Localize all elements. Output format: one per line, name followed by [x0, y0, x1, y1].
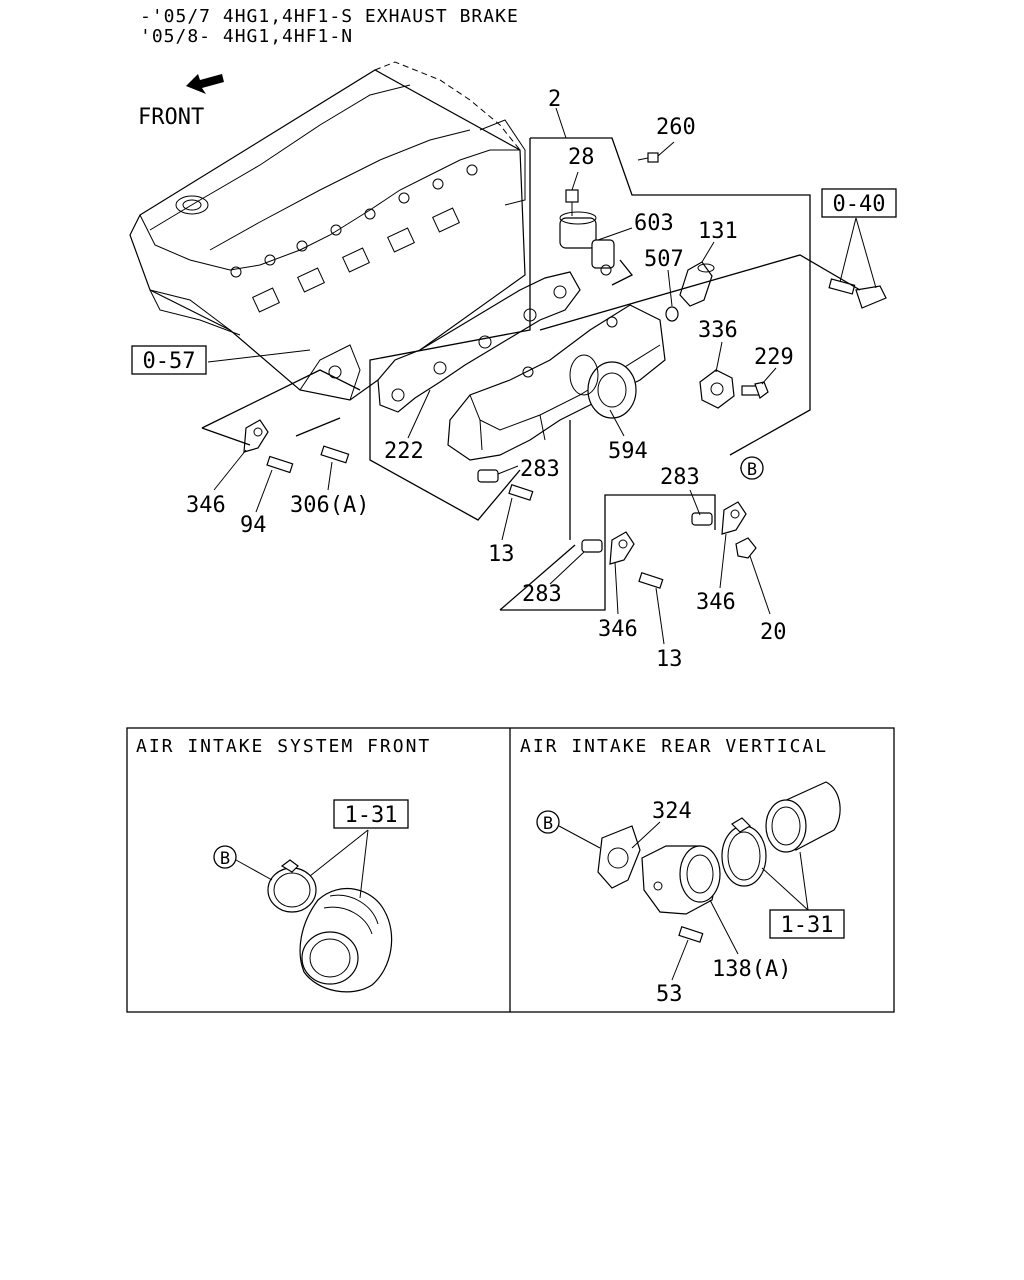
callout-346-right: 346: [696, 590, 736, 615]
bolt-13-lower-drawing: [638, 572, 664, 589]
callout-20: 20: [760, 620, 787, 645]
ref-box-1-31-right: 1-31: [769, 909, 845, 939]
svg-text:B: B: [220, 849, 230, 869]
clamp-left-drawing: [267, 859, 317, 913]
svg-text:0-40: 0-40: [833, 192, 886, 217]
leader-138a: [709, 899, 739, 955]
leader-b-left: [235, 859, 273, 881]
bracket-346-left-drawing: [243, 419, 269, 453]
elbow-138a-drawing: [641, 845, 721, 915]
inset-left-title: AIR INTAKE SYSTEM FRONT: [136, 736, 431, 757]
ref-box-0-40: 0-40: [821, 188, 897, 218]
bolt-040-drawing: [828, 278, 887, 309]
callout-306a: 306(A): [290, 493, 369, 518]
inset-right-title: AIR INTAKE REAR VERTICAL: [520, 736, 828, 757]
sensor-336-drawing: [699, 369, 769, 409]
callout-13-left: 13: [488, 542, 515, 567]
callout-13-lower: 13: [656, 647, 683, 672]
svg-text:B: B: [543, 814, 553, 834]
callout-131: 131: [698, 219, 738, 244]
callout-283-lower: 283: [522, 582, 562, 607]
callout-229: 229: [754, 345, 794, 370]
nut-20-drawing: [735, 537, 757, 559]
header-line-2: '05/8- 4HG1,4HF1-N: [140, 26, 353, 47]
svg-text:1-31: 1-31: [345, 803, 398, 828]
svg-text:1-31: 1-31: [781, 913, 834, 938]
bracket-346-lower-drawing: [609, 531, 635, 565]
fitting-260-drawing: [637, 152, 659, 163]
leader-1-31-right-b: [799, 851, 809, 911]
callout-138a: 138(A): [712, 957, 791, 982]
callout-507: 507: [644, 247, 684, 272]
callout-324: 324: [652, 799, 692, 824]
clamp-right-drawing: [721, 817, 767, 887]
bracket-346-right-drawing: [721, 501, 747, 535]
front-label: FRONT: [138, 105, 204, 130]
connector-b-main: B: [740, 456, 764, 480]
pipe-131-drawing: [679, 261, 715, 307]
leader-1-31-right-a: [761, 867, 809, 911]
ref-box-1-31-left: 1-31: [333, 799, 409, 829]
callout-222: 222: [384, 439, 424, 464]
exhaust-manifold-drawing: [447, 304, 666, 461]
stud-283-right-drawing: [691, 512, 713, 526]
connector-b-right: B: [536, 810, 560, 834]
callout-594: 594: [608, 439, 648, 464]
callout-346-lower: 346: [598, 617, 638, 642]
callout-94: 94: [240, 513, 267, 538]
callout-283-right: 283: [660, 465, 700, 490]
bolt-306a-drawing: [320, 445, 350, 464]
header-line-1: -'05/7 4HG1,4HF1-S EXHAUST BRAKE: [140, 6, 519, 27]
engine-head-drawing: [129, 61, 526, 401]
leader-b-right: [558, 825, 601, 849]
bolt-53-drawing: [678, 926, 704, 943]
connector-b-left: B: [213, 845, 237, 869]
svg-text:0-57: 0-57: [143, 349, 196, 374]
svg-text:B: B: [747, 460, 757, 480]
callout-336: 336: [698, 318, 738, 343]
leader-1-31-left-a: [309, 829, 369, 877]
callout-53: 53: [656, 982, 683, 1007]
ring-507-drawing: [665, 306, 679, 322]
callout-603: 603: [634, 211, 674, 236]
ref-box-0-57: 0-57: [131, 345, 207, 375]
callout-346-left: 346: [186, 493, 226, 518]
leader-1-31-left-b: [359, 829, 369, 899]
gasket-324-drawing: [597, 825, 641, 889]
callout-28: 28: [568, 145, 595, 170]
leader-53: [671, 939, 689, 981]
valve-603-drawing: [559, 189, 615, 276]
hose-left-drawing: [299, 887, 393, 993]
leader-324: [631, 821, 661, 849]
bolt-13-left-drawing: [508, 484, 534, 501]
stud-283-lower-drawing: [581, 539, 603, 553]
callout-2: 2: [548, 87, 561, 112]
bolt-94-drawing: [266, 455, 294, 474]
hose-right-drawing: [765, 781, 841, 853]
callout-283-upper: 283: [520, 457, 560, 482]
grouping-lines: [201, 107, 877, 645]
inset-frame: [126, 727, 895, 1013]
front-arrow-icon: [186, 74, 224, 94]
callout-260: 260: [656, 115, 696, 140]
stud-283-left-drawing: [477, 469, 499, 483]
